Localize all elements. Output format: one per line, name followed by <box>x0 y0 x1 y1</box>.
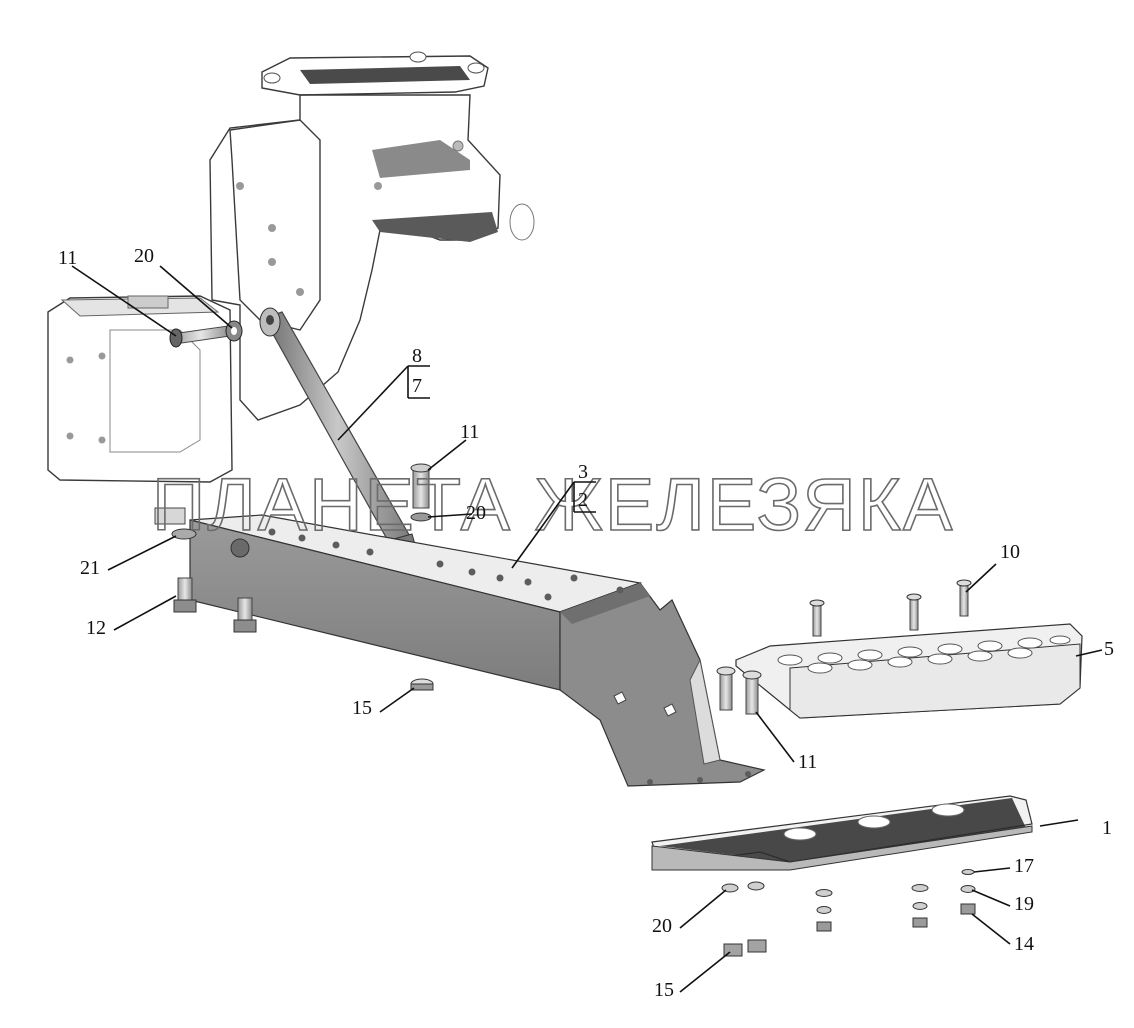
callout-20-upper: 20 <box>134 245 154 267</box>
main-beam <box>189 514 766 787</box>
bolts-10 <box>809 579 972 637</box>
callout-19: 19 <box>1014 893 1034 915</box>
callout-11-upper: 11 <box>58 247 77 269</box>
small-hardware <box>721 869 976 957</box>
callout-21: 21 <box>80 557 100 579</box>
nut-15-center <box>410 678 434 691</box>
bolts-12 <box>173 577 257 633</box>
callout-3: 3 <box>578 461 588 483</box>
callout-11-lower: 11 <box>798 751 817 773</box>
callout-15-center: 15 <box>352 697 372 719</box>
bolts-11-lower <box>716 666 762 715</box>
callout-2: 2 <box>578 489 588 511</box>
callout-10: 10 <box>1000 541 1020 563</box>
callout-17: 17 <box>1014 855 1034 877</box>
left-end-fasteners <box>154 507 197 540</box>
plate-1 <box>651 795 1033 871</box>
leader-lines <box>71 265 1103 993</box>
callout-7: 7 <box>412 375 422 397</box>
callout-labels: 11 20 8 7 11 20 3 2 21 12 15 10 5 11 1 1… <box>58 245 1114 1001</box>
callout-15-lower: 15 <box>654 979 674 1001</box>
upper-housing <box>209 51 535 421</box>
callout-1: 1 <box>1102 817 1112 839</box>
callout-20-center: 20 <box>466 502 486 524</box>
callout-20-lower: 20 <box>652 915 672 937</box>
callout-8: 8 <box>412 345 422 367</box>
step-plate-5 <box>735 623 1083 719</box>
bolt-upper-left <box>169 320 243 348</box>
callout-11-center: 11 <box>460 421 479 443</box>
left-block <box>47 295 233 483</box>
callout-5: 5 <box>1104 638 1114 660</box>
callout-14: 14 <box>1014 933 1034 955</box>
callout-12: 12 <box>86 617 106 639</box>
watermark-text: ПЛАНЕТА ЖЕЛЕЗЯКА <box>152 463 954 546</box>
